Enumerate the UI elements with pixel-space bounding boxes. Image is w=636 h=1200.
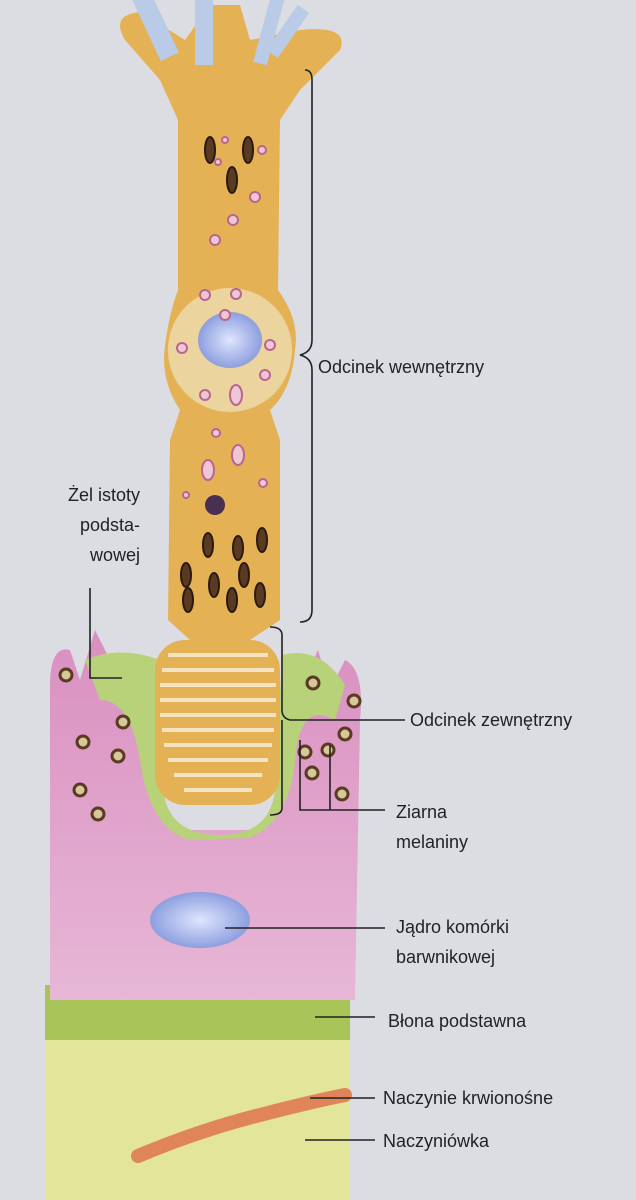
inner-segment-nucleus <box>198 312 262 368</box>
outer-segment-disks <box>160 653 276 792</box>
label-choroid: Naczyniówka <box>383 1131 490 1151</box>
label-ground-substance-gel: Żel istoty podsta- wowej <box>67 485 140 565</box>
label-pigment-cell-nucleus: Jądro komórki barwnikowej <box>396 917 510 967</box>
label-melanin-granules: Ziarna melaniny <box>396 802 469 852</box>
label-basement-membrane: Błona podstawna <box>388 1011 527 1031</box>
choroid <box>45 1040 350 1200</box>
blood-vessel <box>131 1088 352 1163</box>
mitochondria <box>180 136 268 613</box>
label-blood-vessel: Naczynie krwionośne <box>383 1088 554 1108</box>
leader-lines <box>89 69 405 1141</box>
vesicles <box>176 136 276 499</box>
outer-segment <box>155 640 280 805</box>
cilia <box>131 0 310 66</box>
pigment-cell-nucleus <box>150 892 250 948</box>
label-inner-segment: Odcinek wewnętrzny <box>318 357 485 377</box>
centriole <box>205 495 225 515</box>
melanin-granules <box>58 667 362 822</box>
label-outer-segment: Odcinek zewnętrzny <box>410 710 573 730</box>
